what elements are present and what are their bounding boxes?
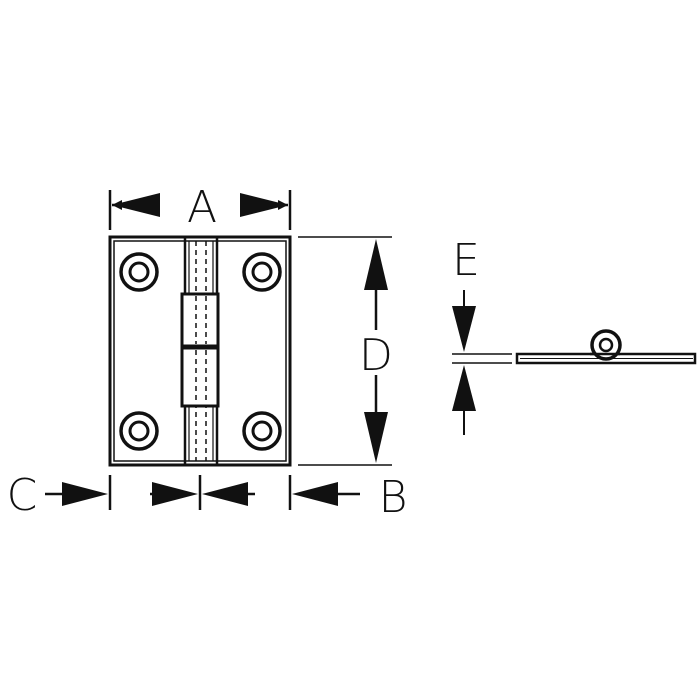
dimension-label-b: B	[379, 472, 408, 523]
hinge-knuckle	[180, 235, 220, 467]
arrow-c-left	[62, 482, 108, 506]
hinge-side-knuckle	[590, 329, 622, 361]
arrow-e-top	[452, 306, 476, 352]
hinge-side-pin	[598, 337, 614, 353]
dimension-c	[45, 475, 202, 510]
arrow-b-right	[292, 482, 338, 506]
hinge-plate-inner-outline	[113, 240, 287, 462]
arrow-c-right	[152, 482, 198, 506]
arrow-d-bottom	[364, 412, 388, 463]
arrow-e-bottom	[452, 365, 476, 411]
screw-hole-top-right	[242, 252, 282, 292]
dimension-label-d: D	[359, 330, 393, 381]
dimension-label-a: A	[187, 182, 217, 233]
dimension-a	[108, 190, 292, 230]
screw-hole-top-left	[119, 252, 159, 292]
dimension-d	[298, 236, 392, 466]
screw-hole-bottom-right	[242, 411, 282, 451]
screw-hole-bottom-left	[119, 411, 159, 451]
hinge-front-view	[108, 235, 292, 467]
dimension-e	[452, 290, 512, 435]
dimension-label-c: C	[7, 470, 38, 521]
dimension-b	[202, 475, 360, 510]
arrow-b-left	[202, 482, 248, 506]
hinge-side-view	[515, 329, 697, 365]
arrow-d-top	[364, 239, 388, 290]
dimension-label-e: E	[452, 235, 480, 286]
